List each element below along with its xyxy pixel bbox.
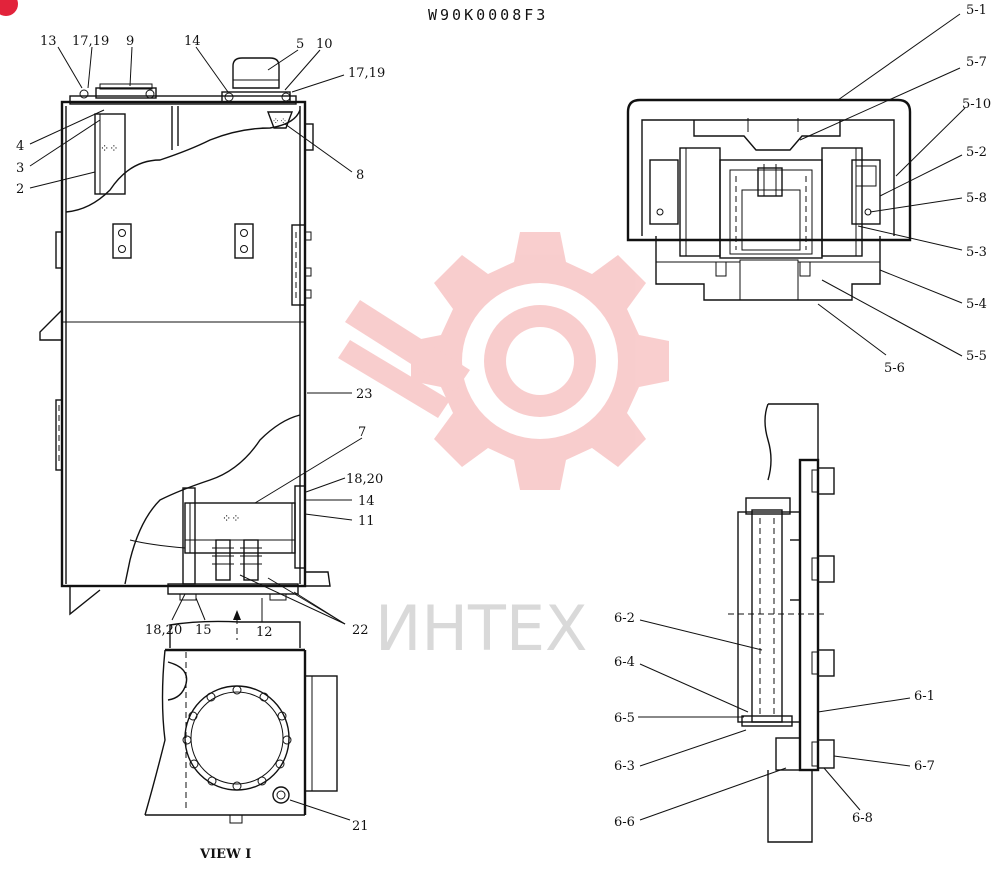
callout-6-4: 6-4 bbox=[614, 655, 635, 670]
svg-text:⁘⁘: ⁘⁘ bbox=[222, 512, 240, 525]
main-leaders bbox=[29, 46, 363, 821]
watermark-logo bbox=[338, 232, 669, 490]
callout-21: 21 bbox=[352, 819, 369, 834]
callout-5-4: 5-4 bbox=[966, 297, 987, 312]
callout-5: 5 bbox=[296, 37, 304, 52]
callout-6-5: 6-5 bbox=[614, 711, 635, 726]
svg-text:⁘⁘: ⁘⁘ bbox=[272, 117, 287, 127]
callout-6-2: 6-2 bbox=[614, 611, 635, 626]
callout-5-2: 5-2 bbox=[966, 145, 987, 160]
watermark-text: ИНТЕХ bbox=[375, 592, 588, 665]
view-label: VIEW I bbox=[199, 847, 251, 862]
callout-22: 22 bbox=[352, 623, 369, 638]
callout-15: 15 bbox=[195, 623, 212, 638]
detail-6-sight-gauge bbox=[728, 403, 835, 843]
svg-text:⁘⁘: ⁘⁘ bbox=[100, 142, 118, 155]
callout-5-5: 5-5 bbox=[966, 349, 987, 364]
callout-10: 10 bbox=[316, 37, 333, 52]
callout-3: 3 bbox=[16, 161, 24, 176]
tank-assembly: ⁘⁘ ⁘⁘ ⁘⁘ bbox=[39, 57, 331, 640]
callout-6-3: 6-3 bbox=[614, 759, 635, 774]
callout-18-20-right: 18,20 bbox=[346, 472, 383, 487]
callout-7: 7 bbox=[358, 425, 366, 440]
callout-13: 13 bbox=[40, 34, 57, 49]
callout-14-right: 14 bbox=[358, 494, 375, 509]
callout-8: 8 bbox=[356, 168, 364, 183]
callout-6-8: 6-8 bbox=[852, 811, 873, 826]
corner-badge bbox=[0, 0, 18, 16]
callout-5-10: 5-10 bbox=[962, 97, 991, 112]
detail-6-leaders bbox=[638, 619, 911, 821]
view-i-drawing bbox=[144, 620, 338, 824]
callout-5-7: 5-7 bbox=[966, 55, 987, 70]
detail-5-leaders bbox=[799, 13, 966, 357]
callout-9: 9 bbox=[126, 34, 134, 49]
callout-6-7: 6-7 bbox=[914, 759, 935, 774]
callout-6-6: 6-6 bbox=[614, 815, 635, 830]
callout-4: 4 bbox=[16, 139, 24, 154]
callout-5-1: 5-1 bbox=[966, 3, 987, 18]
callout-18-20-bottom: 18,20 bbox=[145, 623, 182, 638]
callout-6-1: 6-1 bbox=[914, 689, 935, 704]
callout-17-19-top-left: 17,19 bbox=[72, 34, 109, 49]
callout-5-3: 5-3 bbox=[966, 245, 987, 260]
callout-11: 11 bbox=[358, 514, 375, 529]
detail-5-breather bbox=[626, 98, 912, 301]
drawing-code: W90K0008F3 bbox=[428, 6, 548, 24]
callout-5-6: 5-6 bbox=[884, 361, 905, 376]
callout-17-19-top-right: 17,19 bbox=[348, 66, 385, 81]
callout-14-top: 14 bbox=[184, 34, 201, 49]
callout-23: 23 bbox=[356, 387, 373, 402]
callout-2: 2 bbox=[16, 182, 24, 197]
callout-12: 12 bbox=[256, 625, 273, 640]
callout-5-8: 5-8 bbox=[966, 191, 987, 206]
